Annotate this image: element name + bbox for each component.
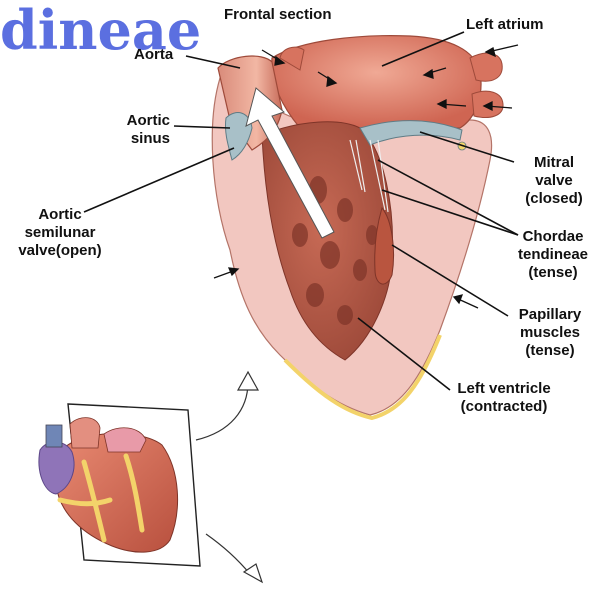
label-mitral-valve: Mitral valve (closed) (514, 154, 594, 208)
whole-heart-inset (39, 372, 262, 582)
label-papillary-muscles: Papillary muscles (tense) (504, 306, 596, 360)
label-left-ventricle: Left ventricle (contracted) (444, 380, 564, 416)
zoom-arrow-down-head (244, 564, 262, 582)
small-heart-aorta (70, 418, 100, 448)
pulmonary-vein-upper (470, 53, 502, 81)
label-aorta: Aorta (134, 46, 173, 64)
zoom-arrow-up-head (238, 372, 258, 390)
label-frontal-section: Frontal section (224, 6, 332, 24)
label-chordae-tendineae: Chordae tendineae (tense) (506, 228, 600, 282)
label-aortic-semilunar-valve: Aortic semilunar valve(open) (0, 206, 120, 260)
label-aortic-sinus: Aortic sinus (100, 112, 170, 148)
label-left-atrium: Left atrium (466, 16, 544, 34)
heart-section (212, 36, 518, 418)
zoom-arrow-down (206, 534, 250, 574)
zoom-arrow-up (196, 382, 248, 440)
small-heart-vessel-blue (46, 425, 62, 447)
